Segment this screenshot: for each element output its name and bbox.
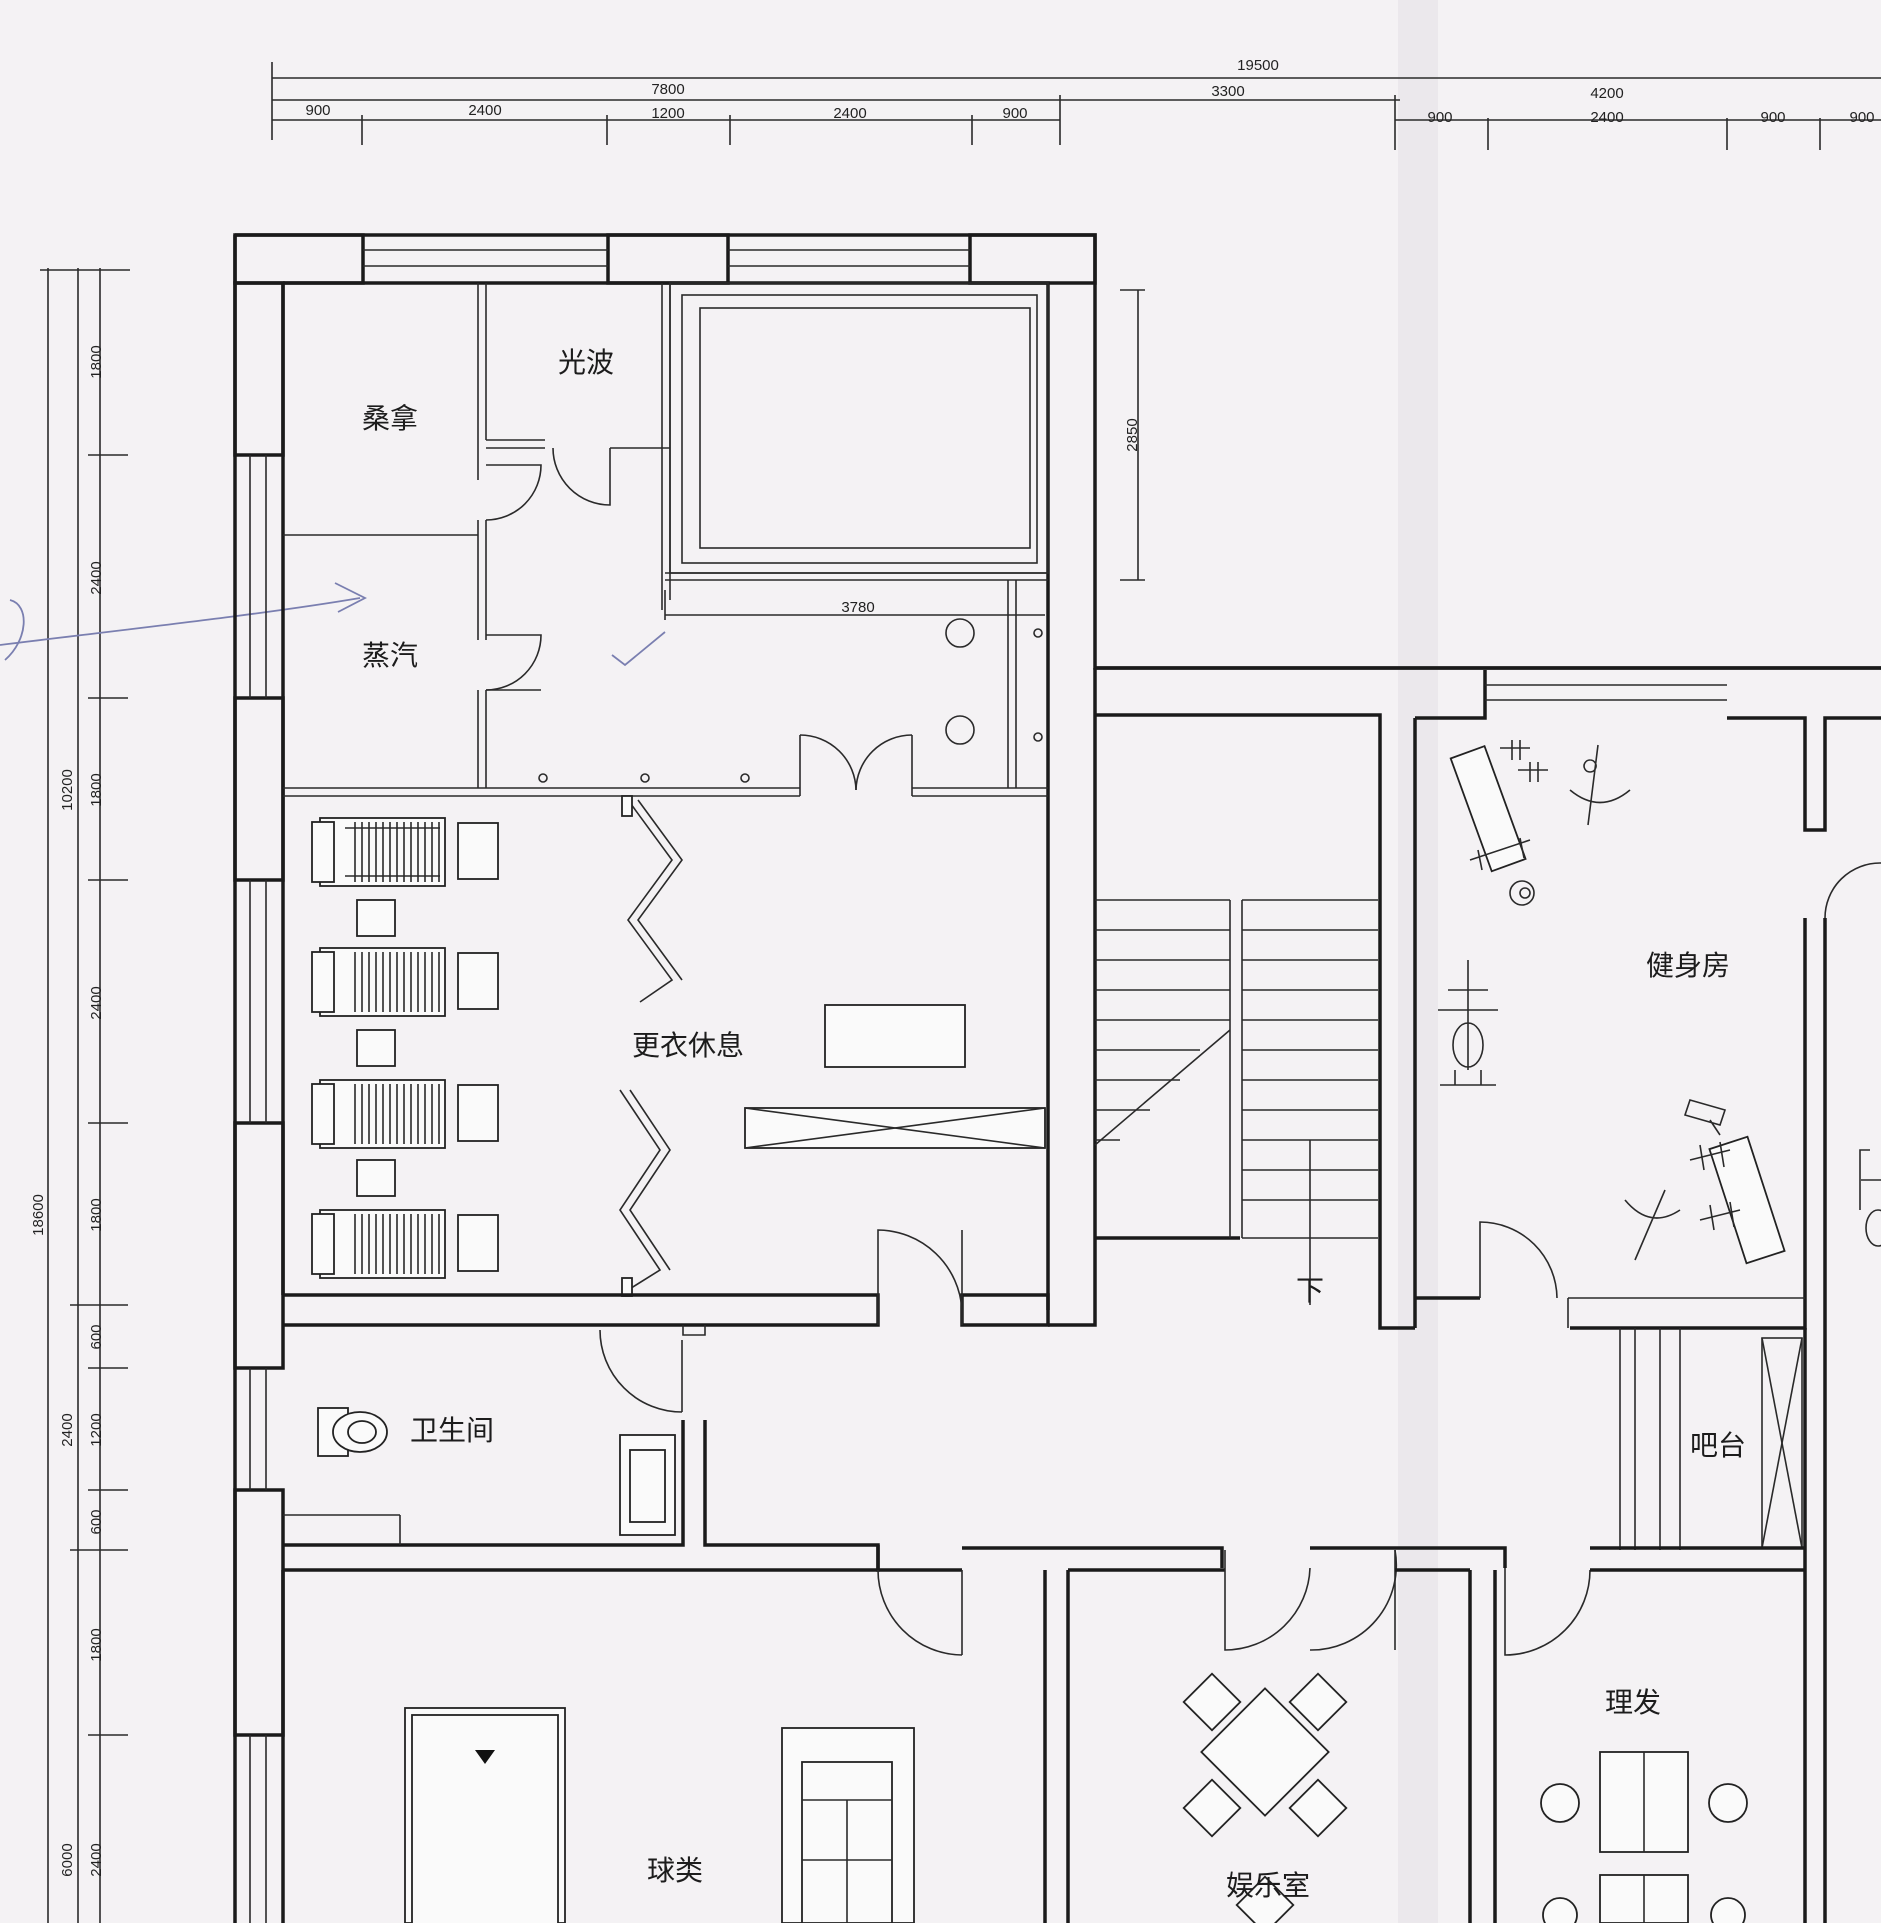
- bottom-row-walls: [281, 1545, 1805, 1923]
- dim-left-seg: 1200: [88, 1413, 105, 1446]
- changing-furniture: [311, 795, 1046, 1297]
- left-block-walls: [233, 233, 1881, 1923]
- dim-left-seg: 1800: [88, 345, 105, 378]
- gym-equipment: [1438, 740, 1881, 1265]
- dim-top-total: 19500: [1237, 57, 1279, 74]
- dim-seg: 2400: [468, 102, 501, 119]
- room-label-steam: 蒸汽: [362, 639, 418, 672]
- barber-furniture: [1540, 1751, 1748, 1923]
- room-label-billiards: 球类: [647, 1854, 703, 1887]
- dim-left-seg: 600: [88, 1324, 105, 1349]
- dim-seg: 2400: [1590, 109, 1623, 126]
- dim-seg: 900: [1427, 109, 1452, 126]
- entertainment-furniture: [1182, 1672, 1348, 1923]
- dim-seg: 900: [1760, 109, 1785, 126]
- dim-left-inner-lower: 2400: [59, 1413, 76, 1446]
- pen-annotation: [0, 582, 666, 667]
- dim-seg: 900: [305, 102, 330, 119]
- dim-seg: 900: [1002, 105, 1027, 122]
- dim-left-inner-total: 10200: [59, 769, 76, 811]
- dim-left-seg: 1800: [88, 1628, 105, 1661]
- dim-left-seg: 600: [88, 1509, 105, 1534]
- top-dimensions: 19500 7800 3300 4200 900 2400 1200 2400 …: [271, 57, 1881, 150]
- room-label-lightwave: 光波: [558, 346, 614, 379]
- lounger: [311, 817, 499, 887]
- lounger: [311, 1209, 499, 1279]
- room-label-washroom: 卫生间: [410, 1414, 494, 1447]
- dim-left-seg: 2400: [88, 561, 105, 594]
- stair-down-label: 下: [1296, 1274, 1324, 1307]
- room-label-barber: 理发: [1605, 1686, 1661, 1719]
- dim-left-outer-total: 18600: [30, 1194, 47, 1236]
- gym-walls: [1095, 666, 1881, 1330]
- lounger: [311, 1079, 499, 1149]
- dim-seg: 900: [1849, 109, 1874, 126]
- dim-pool-height: 2850: [1124, 418, 1141, 451]
- lounger: [311, 947, 499, 1017]
- dim-left-seg: 2400: [88, 986, 105, 1019]
- dim-pool-width: 3780: [841, 599, 874, 616]
- room-label-gym: 健身房: [1646, 949, 1730, 982]
- room-label-bar: 吧台: [1690, 1429, 1746, 1462]
- dim-left-seg: 1800: [88, 773, 105, 806]
- paper-fold: [1398, 0, 1438, 1923]
- dim-top-left-group: 7800: [651, 81, 684, 98]
- pocket-marker: [475, 1750, 495, 1764]
- dim-top-middle: 3300: [1211, 83, 1244, 100]
- room-label-changing: 更衣休息: [632, 1029, 744, 1062]
- dim-left-lower-total: 6000: [59, 1843, 76, 1876]
- dim-left-seg: 1800: [88, 1198, 105, 1231]
- billiards-furniture: [404, 1707, 915, 1923]
- stairs: 下: [1094, 713, 1415, 1330]
- left-dimensions: 1800 2400 1800 2400 1800 600 1200 600 18…: [30, 268, 130, 1923]
- room-label-entertainment: 娱乐室: [1226, 1869, 1310, 1902]
- spa-partitions: [283, 283, 1048, 797]
- room-label-sauna: 桑拿: [362, 402, 418, 435]
- dim-top-right-group: 4200: [1590, 85, 1623, 102]
- pool: 2850 3780: [664, 282, 1145, 620]
- dim-seg: 1200: [651, 105, 684, 122]
- bar-area: [1619, 1328, 1827, 1923]
- dim-seg: 2400: [833, 105, 866, 122]
- dim-left-seg: 2400: [88, 1843, 105, 1876]
